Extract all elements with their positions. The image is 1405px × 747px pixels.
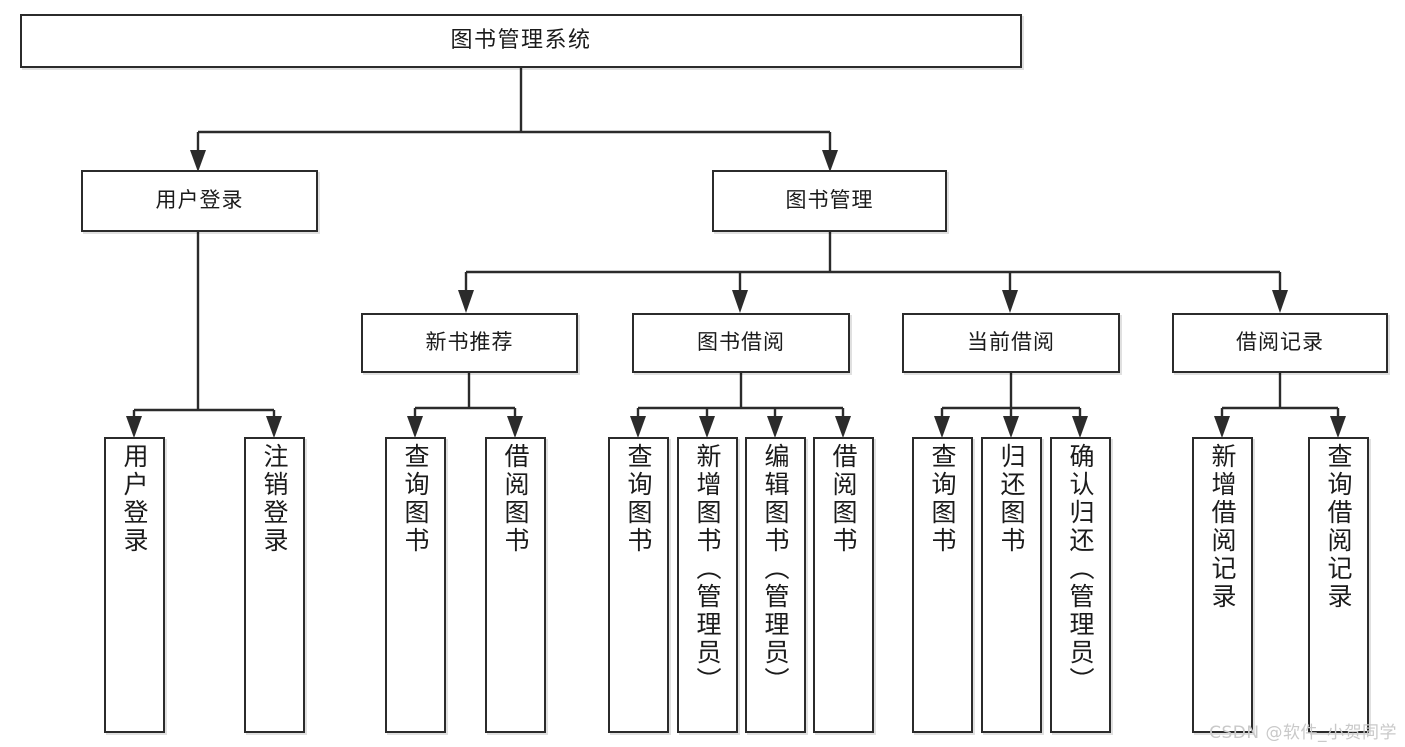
leaf-new-book-borrow[interactable]: 借阅图书: [485, 437, 546, 733]
node-book-management[interactable]: 图书管理: [712, 170, 947, 232]
node-label: 用户登录: [120, 443, 149, 555]
node-label: 图书管理系统: [450, 27, 592, 53]
leaf-current-borrow-return[interactable]: 归还图书: [981, 437, 1042, 733]
node-label: 借阅图书: [501, 443, 530, 555]
node-label: 编辑图书（管理员）: [761, 443, 790, 695]
leaf-current-borrow-query[interactable]: 查询图书: [912, 437, 973, 733]
leaf-current-borrow-confirm-return[interactable]: 确认归还（管理员）: [1050, 437, 1111, 733]
node-new-book-recommend[interactable]: 新书推荐: [361, 313, 578, 373]
node-label: 新增图书（管理员）: [693, 443, 722, 695]
node-label: 查询图书: [928, 443, 957, 555]
node-root-book-management-system[interactable]: 图书管理系统: [20, 14, 1022, 68]
leaf-book-borrow-query[interactable]: 查询图书: [608, 437, 669, 733]
node-book-borrow[interactable]: 图书借阅: [632, 313, 850, 373]
node-label: 图书借阅: [697, 330, 785, 355]
leaf-user-login-logout[interactable]: 注销登录: [244, 437, 305, 733]
node-label: 借阅记录: [1236, 330, 1324, 355]
node-label: 新增借阅记录: [1208, 443, 1237, 611]
watermark: CSDN @软件_小贺同学: [1209, 723, 1397, 743]
node-label: 当前借阅: [967, 330, 1055, 355]
node-label: 确认归还（管理员）: [1066, 443, 1095, 695]
node-user-login[interactable]: 用户登录: [81, 170, 318, 232]
leaf-new-book-query[interactable]: 查询图书: [385, 437, 446, 733]
node-label: 用户登录: [155, 188, 244, 213]
leaf-book-borrow-edit[interactable]: 编辑图书（管理员）: [745, 437, 806, 733]
node-current-borrow[interactable]: 当前借阅: [902, 313, 1120, 373]
node-label: 查询图书: [401, 443, 430, 555]
node-label: 借阅图书: [829, 443, 858, 555]
node-label: 查询图书: [624, 443, 653, 555]
node-label: 注销登录: [260, 443, 289, 555]
node-label: 归还图书: [997, 443, 1026, 555]
leaf-book-borrow-add[interactable]: 新增图书（管理员）: [677, 437, 738, 733]
node-borrow-record[interactable]: 借阅记录: [1172, 313, 1388, 373]
leaf-borrow-record-add[interactable]: 新增借阅记录: [1192, 437, 1253, 733]
node-label: 图书管理: [785, 188, 874, 213]
leaf-borrow-record-query[interactable]: 查询借阅记录: [1308, 437, 1369, 733]
node-label: 新书推荐: [425, 330, 514, 355]
node-label: 查询借阅记录: [1324, 443, 1353, 611]
leaf-book-borrow-borrow[interactable]: 借阅图书: [813, 437, 874, 733]
leaf-user-login-login[interactable]: 用户登录: [104, 437, 165, 733]
